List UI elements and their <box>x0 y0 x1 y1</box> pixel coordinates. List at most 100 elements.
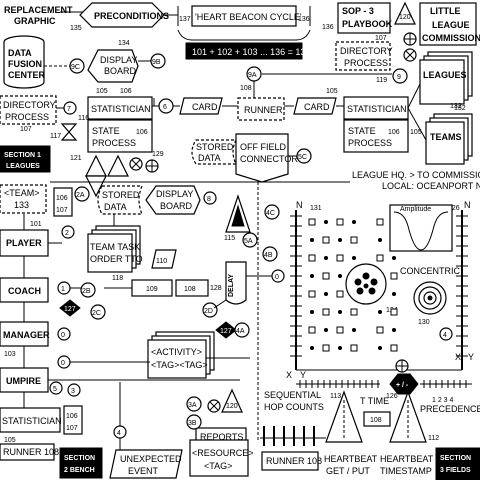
stored-data-node-mid: STORED DATA <box>97 185 143 215</box>
field-dot-marker <box>392 328 396 332</box>
circle-3: 3 <box>67 383 81 397</box>
svg-text:107: 107 <box>66 425 78 432</box>
runner-node: RUNNER <box>237 97 285 121</box>
heartbeat-timestamp-label: HEARTBEAT TIMESTAMP <box>380 454 434 476</box>
field-square-marker <box>390 272 398 280</box>
svg-text:105: 105 <box>96 88 108 95</box>
sop-playbook-box: SOP - 3 PLAYBOOK <box>337 2 393 34</box>
svg-text:LITTLE: LITTLE <box>430 6 461 16</box>
svg-text:SECTION: SECTION <box>440 455 471 462</box>
svg-text:2A: 2A <box>76 192 85 199</box>
box-109: 109 <box>131 279 173 297</box>
svg-text:LEAGUE HQ. > TO COMMISSION: LEAGUE HQ. > TO COMMISSION <box>352 170 480 180</box>
field-square-marker <box>308 290 316 298</box>
t-time-label: T TIME 113 126 <box>330 393 398 406</box>
precedence-label: 1 2 3 4 PRECEDENCE <box>420 397 480 414</box>
svg-text:STATE: STATE <box>92 126 120 136</box>
svg-text:106: 106 <box>388 129 400 136</box>
svg-text:DATA: DATA <box>104 202 127 212</box>
ref-135: 135 <box>70 25 82 32</box>
directory-process-node-left: DIRECTORY PROCESS 107 <box>0 95 57 133</box>
delay-node: DELAY 128 <box>210 261 247 305</box>
svg-text:DIRECTORY: DIRECTORY <box>340 46 393 56</box>
svg-text:127: 127 <box>64 306 76 313</box>
field-markers <box>308 218 398 352</box>
svg-text:119: 119 <box>376 77 387 84</box>
triangle-120: 120 <box>394 1 416 25</box>
circle-4c: 4C <box>264 204 280 220</box>
svg-text:DELAY: DELAY <box>228 274 235 297</box>
svg-text:CENTER: CENTER <box>8 70 46 80</box>
ref-106-107-bottom: 106 107 <box>63 405 83 435</box>
svg-text:106: 106 <box>136 129 148 136</box>
field-square-marker <box>336 290 344 298</box>
svg-text:7: 7 <box>67 106 71 113</box>
svg-text:107: 107 <box>56 207 68 214</box>
svg-text:133: 133 <box>14 200 29 210</box>
svg-text:BOARD: BOARD <box>104 66 137 76</box>
svg-text:<TAG>: <TAG> <box>204 461 232 471</box>
runner-108-node-bottom: RUNNER 108 <box>261 451 322 471</box>
svg-text:DIRECTORY: DIRECTORY <box>3 100 56 110</box>
svg-text:107: 107 <box>375 35 387 42</box>
circle-4-bottom: 4 <box>113 425 127 439</box>
svg-text:PROCESS: PROCESS <box>344 58 388 68</box>
heart-beacon-cycle-box: 137 'HEART BEACON CYCLE' 136 <box>177 5 311 27</box>
circle-2b: 2B <box>80 282 96 298</box>
svg-text:0: 0 <box>61 332 65 339</box>
svg-text:REPORTS: REPORTS <box>200 432 243 442</box>
svg-text:106: 106 <box>120 88 132 95</box>
svg-text:'HEART BEACON CYCLE': 'HEART BEACON CYCLE' <box>195 12 302 22</box>
plus-minus-node: + / - <box>389 373 419 395</box>
field-dot-marker <box>324 292 328 296</box>
statistician-node-bottom: STATISTICIAN 105 <box>0 407 62 444</box>
svg-text:1: 1 <box>61 286 65 293</box>
svg-text:PROCESS: PROCESS <box>92 138 136 148</box>
timeline-ticks <box>299 380 467 388</box>
svg-text:130: 130 <box>418 319 430 326</box>
svg-text:121: 121 <box>70 155 82 162</box>
statistician-node-left: STATISTICIAN 105 106 116 <box>78 88 153 122</box>
field-square-marker <box>390 344 398 352</box>
svg-text:<TAG><TAG>: <TAG><TAG> <box>151 360 208 370</box>
diamond-127-mid: 127 <box>215 321 237 339</box>
svg-text:BOARD: BOARD <box>160 201 193 211</box>
field-square-marker <box>336 218 344 226</box>
svg-text:PRECONDITIONS: PRECONDITIONS <box>94 11 169 21</box>
svg-text:STATE: STATE <box>348 126 376 136</box>
circle-0-right: 0 <box>271 269 285 283</box>
svg-text:2 BENCH: 2 BENCH <box>64 467 95 474</box>
field-dot-marker <box>324 220 328 224</box>
concentric-label: CONCENTRIC <box>400 266 460 276</box>
svg-text:134: 134 <box>118 40 130 47</box>
svg-text:<TEAM>: <TEAM> <box>4 188 40 198</box>
fence-posts <box>263 426 315 446</box>
team-node: <TEAM> 133 <box>0 184 47 214</box>
circle-6: 6 <box>158 98 174 114</box>
svg-text:DISPLAY: DISPLAY <box>156 189 193 199</box>
state-process-node-right: STATE PROCESS 106 105 <box>343 119 422 153</box>
svg-text:8: 8 <box>207 196 211 203</box>
heartbeat-triangle-right: 112 <box>389 390 439 443</box>
field-ticks <box>290 215 468 357</box>
field-frame: N N X Y X Y 131 126 <box>286 200 474 380</box>
svg-text:108: 108 <box>370 417 382 424</box>
state-process-node-left: STATE PROCESS 106 <box>87 119 153 153</box>
circle-9b: 9B <box>150 53 166 69</box>
plus-circle-small: 129 <box>145 151 164 173</box>
svg-text:LEAGUES: LEAGUES <box>6 163 40 170</box>
svg-text:UMPIRE: UMPIRE <box>6 376 41 386</box>
circle-4a: 4A <box>234 322 250 338</box>
svg-text:CONCENTRIC: CONCENTRIC <box>400 266 460 276</box>
svg-text:N: N <box>464 200 471 210</box>
svg-text:X: X <box>286 370 292 380</box>
svg-text:DISPLAY: DISPLAY <box>100 55 137 65</box>
field-dot-marker <box>310 346 314 350</box>
svg-text:Y: Y <box>300 370 306 380</box>
heartbeat-get-put-label: HEARTBEAT GET / PUT <box>324 454 378 476</box>
svg-text:106: 106 <box>66 413 78 420</box>
svg-text:126: 126 <box>448 205 460 212</box>
umpire-node: UMPIRE <box>0 367 49 393</box>
circle-9a: 9A <box>246 66 262 82</box>
circle-3b: 3B <box>186 414 202 430</box>
